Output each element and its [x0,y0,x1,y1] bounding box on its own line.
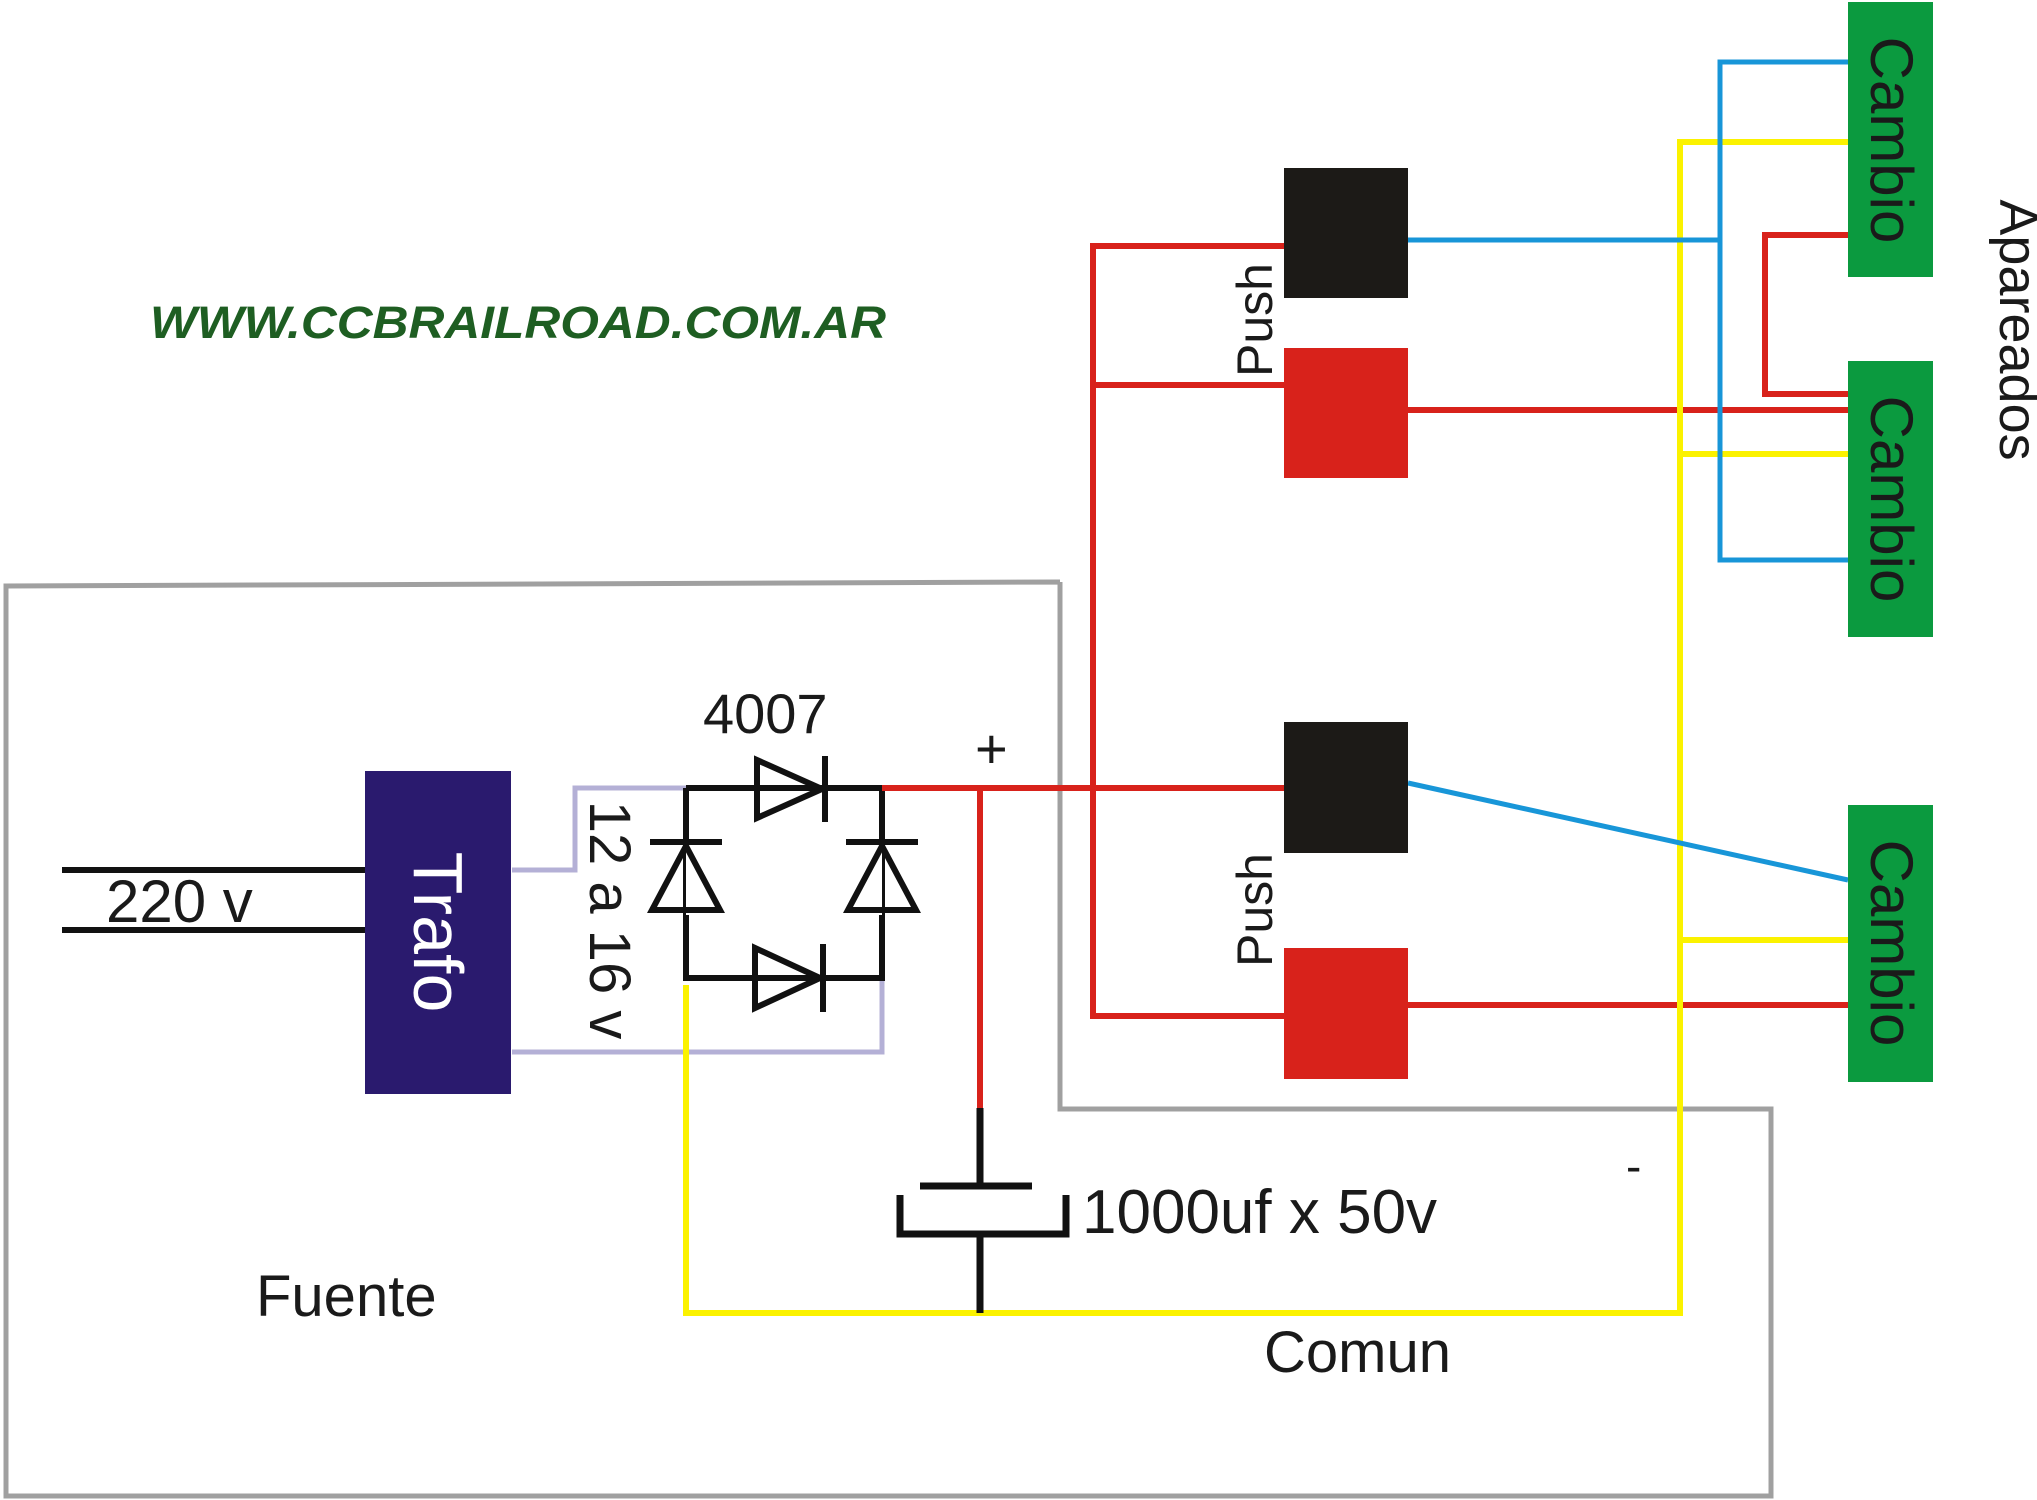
diode-left [647,839,725,913]
capacitor [896,1108,1070,1313]
transformer-label: Trafo [399,852,477,1013]
switch-machine-1 [1848,2,1933,277]
transformer-block [365,771,511,1094]
website-url: WWW.CCBRAILROAD.COM.AR [150,297,887,348]
diode-part-label: 4007 [703,682,828,745]
negative-label: - [1626,1140,1641,1192]
switch-machine-2 [1848,361,1933,637]
diode-right [843,839,921,913]
capacitor-label: 1000uf x 50v [1082,1178,1437,1247]
push-button-2-black [1284,722,1408,853]
push-button-1-black [1284,168,1408,298]
mains-input-wires [62,867,365,933]
push-label-1: Push [1227,263,1283,377]
push-button-1-red [1284,348,1408,478]
push-button-2-red [1284,948,1408,1079]
control-wires [1407,59,1849,883]
positive-label: + [975,717,1008,780]
diode-bottom [752,943,828,1013]
secondary-wires [512,785,885,1055]
power-supply-enclosure [3,579,1774,1499]
common-label: Comun [1264,1320,1451,1385]
input-voltage-label: 220 v [106,868,253,935]
push-label-2: Push [1227,853,1283,967]
diode-top [754,755,830,823]
paired-label: Apareados [1988,199,2037,460]
power-supply-label: Fuente [256,1264,437,1329]
secondary-voltage-label: 12 a 16 v [577,801,642,1040]
positive-wires [882,232,1848,1108]
switch-label-2: Cambio [1858,396,1925,603]
switch-machine-3 [1848,805,1933,1082]
switch-label-3: Cambio [1858,840,1925,1047]
switch-label-1: Cambio [1858,37,1925,244]
common-wires [683,139,1848,1316]
